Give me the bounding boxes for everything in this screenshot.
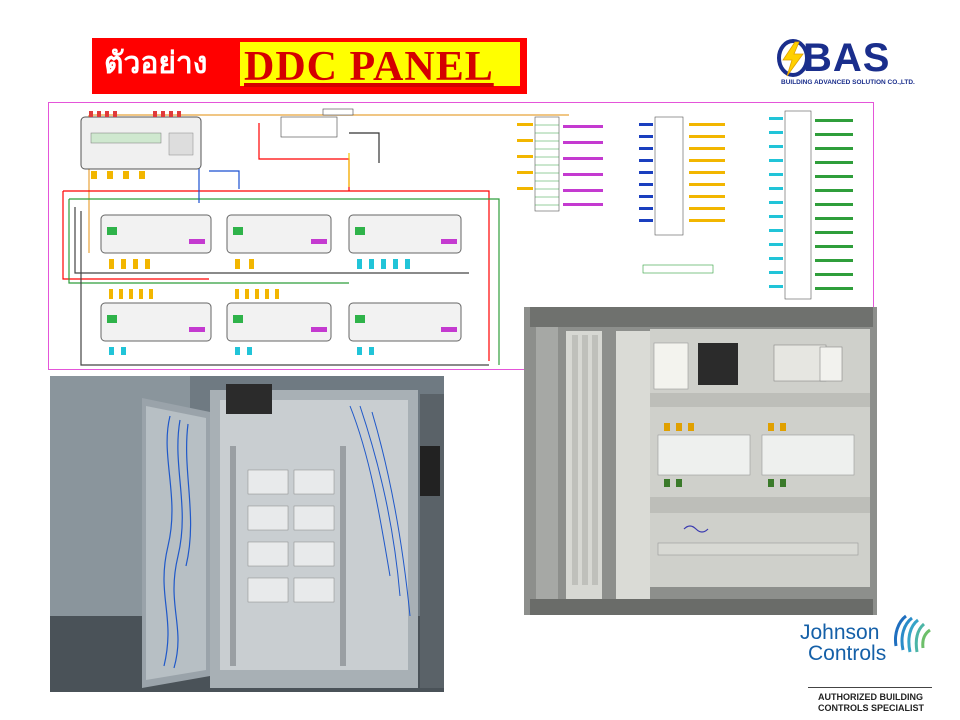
title-english-text: DDC PANEL <box>244 44 494 90</box>
bas-logo: BAS BUILDING ADVANCED SOLUTION CO.,LTD. <box>775 38 935 92</box>
terminal-block-1 <box>517 116 603 212</box>
io-module-row-1 <box>100 214 462 269</box>
panel-photo-left-drawing <box>50 376 444 692</box>
ddc-controller-main <box>80 111 202 179</box>
ddc-panel-photo-open <box>50 376 444 692</box>
title-banner: ตัวอย่าง DDC PANEL <box>92 38 527 94</box>
io-module-row-2 <box>100 289 462 355</box>
schematic-drawing <box>62 108 853 366</box>
terminal-block-2 <box>639 116 725 274</box>
title-highlight: DDC PANEL <box>240 42 520 90</box>
lightning-circle-icon <box>777 39 809 77</box>
power-supply-block <box>280 108 354 138</box>
bas-logo-text: BAS <box>803 36 891 80</box>
wave-sphere-icon <box>894 614 931 653</box>
ddc-panel-photo-close <box>524 307 877 615</box>
jc-logo-line1: Johnson <box>800 621 880 644</box>
jc-logo-line2: Controls <box>808 642 887 665</box>
title-thai-text: ตัวอย่าง <box>104 46 208 81</box>
johnson-controls-logo: Johnson Controls <box>800 612 940 672</box>
terminal-block-3 <box>769 110 853 300</box>
jc-tagline: AUTHORIZED BUILDING CONTROLS SPECIALIST <box>818 692 925 713</box>
bas-logo-subtitle: BUILDING ADVANCED SOLUTION CO.,LTD. <box>781 79 915 86</box>
panel-photo-right-drawing <box>524 307 877 615</box>
jc-divider <box>808 687 932 688</box>
